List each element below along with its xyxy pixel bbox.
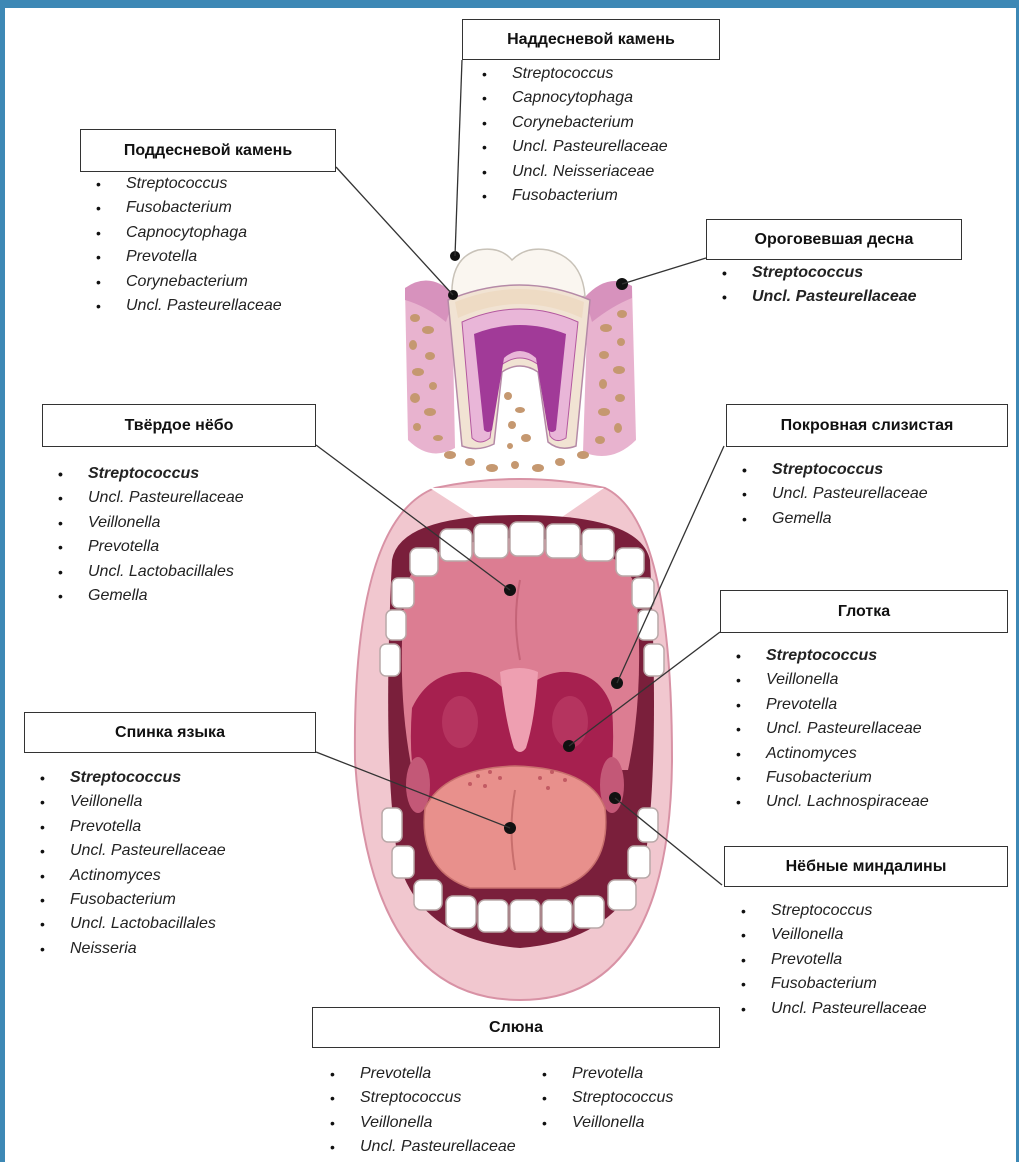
list-item: Fusobacterium: [736, 766, 929, 790]
list-item: Capnocytophaga: [482, 86, 668, 110]
list-item: Corynebacterium: [482, 111, 668, 135]
list-item: Prevotella: [741, 948, 927, 972]
label-hard-palate: Твёрдое нёбо: [42, 404, 316, 447]
list-item: Prevotella: [58, 535, 244, 559]
list-item: Streptococcus: [736, 644, 929, 668]
tooth-illustration: [405, 249, 636, 472]
list-item: Fusobacterium: [40, 888, 226, 912]
list-item: Prevotella: [40, 815, 226, 839]
species-list-buccal-mucosa: Streptococcus Uncl. Pasteurellaceae Geme…: [742, 458, 928, 531]
list-item: Fusobacterium: [482, 184, 668, 208]
list-item: Corynebacterium: [96, 270, 282, 294]
list-item: Uncl. Pasteurellaceae: [482, 135, 668, 159]
list-item: Gemella: [742, 507, 928, 531]
list-item: Streptococcus: [96, 172, 282, 196]
list-item: Prevotella: [736, 693, 929, 717]
list-item: Uncl. Neisseriaceae: [482, 160, 668, 184]
label-keratinized-gingiva: Ороговевшая десна: [706, 219, 962, 260]
species-list-tongue-dorsum: Streptococcus Veillonella Prevotella Unc…: [40, 766, 226, 961]
list-item: Prevotella: [96, 245, 282, 269]
list-item: Streptococcus: [542, 1086, 673, 1110]
species-list-saliva-col1: Prevotella Streptococcus Veillonella Unc…: [330, 1062, 516, 1160]
list-item: Veillonella: [330, 1111, 516, 1135]
list-item: Streptococcus: [722, 261, 917, 285]
list-item: Gemella: [58, 584, 244, 608]
pulp: [474, 325, 566, 432]
list-item: Prevotella: [542, 1062, 673, 1086]
species-list-saliva-col2: Prevotella Streptococcus Veillonella: [542, 1062, 673, 1135]
species-list-keratinized-gingiva: Streptococcus Uncl. Pasteurellaceae: [722, 261, 917, 310]
list-item: Streptococcus: [58, 462, 244, 486]
label-palatine-tonsils: Нёбные миндалины: [724, 846, 1008, 887]
list-item: Uncl. Lactobacillales: [40, 912, 226, 936]
species-list-hard-palate: Streptococcus Uncl. Pasteurellaceae Veil…: [58, 462, 244, 608]
list-item: Uncl. Lactobacillales: [58, 560, 244, 584]
list-item: Uncl. Lachnospiraceae: [736, 790, 929, 814]
label-supragingival-calculus: Наддесневой камень: [462, 19, 720, 60]
list-item: Streptococcus: [742, 458, 928, 482]
mouth-illustration: [355, 479, 672, 1000]
list-item: Fusobacterium: [741, 972, 927, 996]
label-pharynx: Глотка: [720, 590, 1008, 633]
list-item: Streptococcus: [741, 899, 927, 923]
species-list-palatine-tonsils: Streptococcus Veillonella Prevotella Fus…: [741, 899, 927, 1021]
list-item: Neisseria: [40, 937, 226, 961]
species-list-subgingival: Streptococcus Fusobacterium Capnocytopha…: [96, 172, 282, 318]
label-buccal-mucosa: Покровная слизистая: [726, 404, 1008, 447]
label-subgingival-calculus: Поддесневой камень: [80, 129, 336, 172]
list-item: Veillonella: [40, 790, 226, 814]
list-item: Uncl. Pasteurellaceae: [741, 997, 927, 1021]
label-tongue-dorsum: Спинка языка: [24, 712, 316, 753]
list-item: Uncl. Pasteurellaceae: [736, 717, 929, 741]
species-list-supragingival: Streptococcus Capnocytophaga Corynebacte…: [482, 62, 668, 208]
list-item: Uncl. Pasteurellaceae: [40, 839, 226, 863]
list-item: Veillonella: [736, 668, 929, 692]
list-item: Streptococcus: [330, 1086, 516, 1110]
list-item: Actinomyces: [40, 864, 226, 888]
list-item: Uncl. Pasteurellaceae: [742, 482, 928, 506]
list-item: Streptococcus: [40, 766, 226, 790]
list-item: Capnocytophaga: [96, 221, 282, 245]
list-item: Prevotella: [330, 1062, 516, 1086]
list-item: Streptococcus: [482, 62, 668, 86]
list-item: Uncl. Pasteurellaceae: [58, 486, 244, 510]
list-item: Uncl. Pasteurellaceae: [96, 294, 282, 318]
list-item: Uncl. Pasteurellaceae: [722, 285, 917, 309]
list-item: Veillonella: [58, 511, 244, 535]
label-saliva: Слюна: [312, 1007, 720, 1048]
list-item: Fusobacterium: [96, 196, 282, 220]
list-item: Veillonella: [741, 923, 927, 947]
list-item: Actinomyces: [736, 742, 929, 766]
list-item: Veillonella: [542, 1111, 673, 1135]
species-list-pharynx: Streptococcus Veillonella Prevotella Unc…: [736, 644, 929, 815]
list-item: Uncl. Pasteurellaceae: [330, 1135, 516, 1159]
